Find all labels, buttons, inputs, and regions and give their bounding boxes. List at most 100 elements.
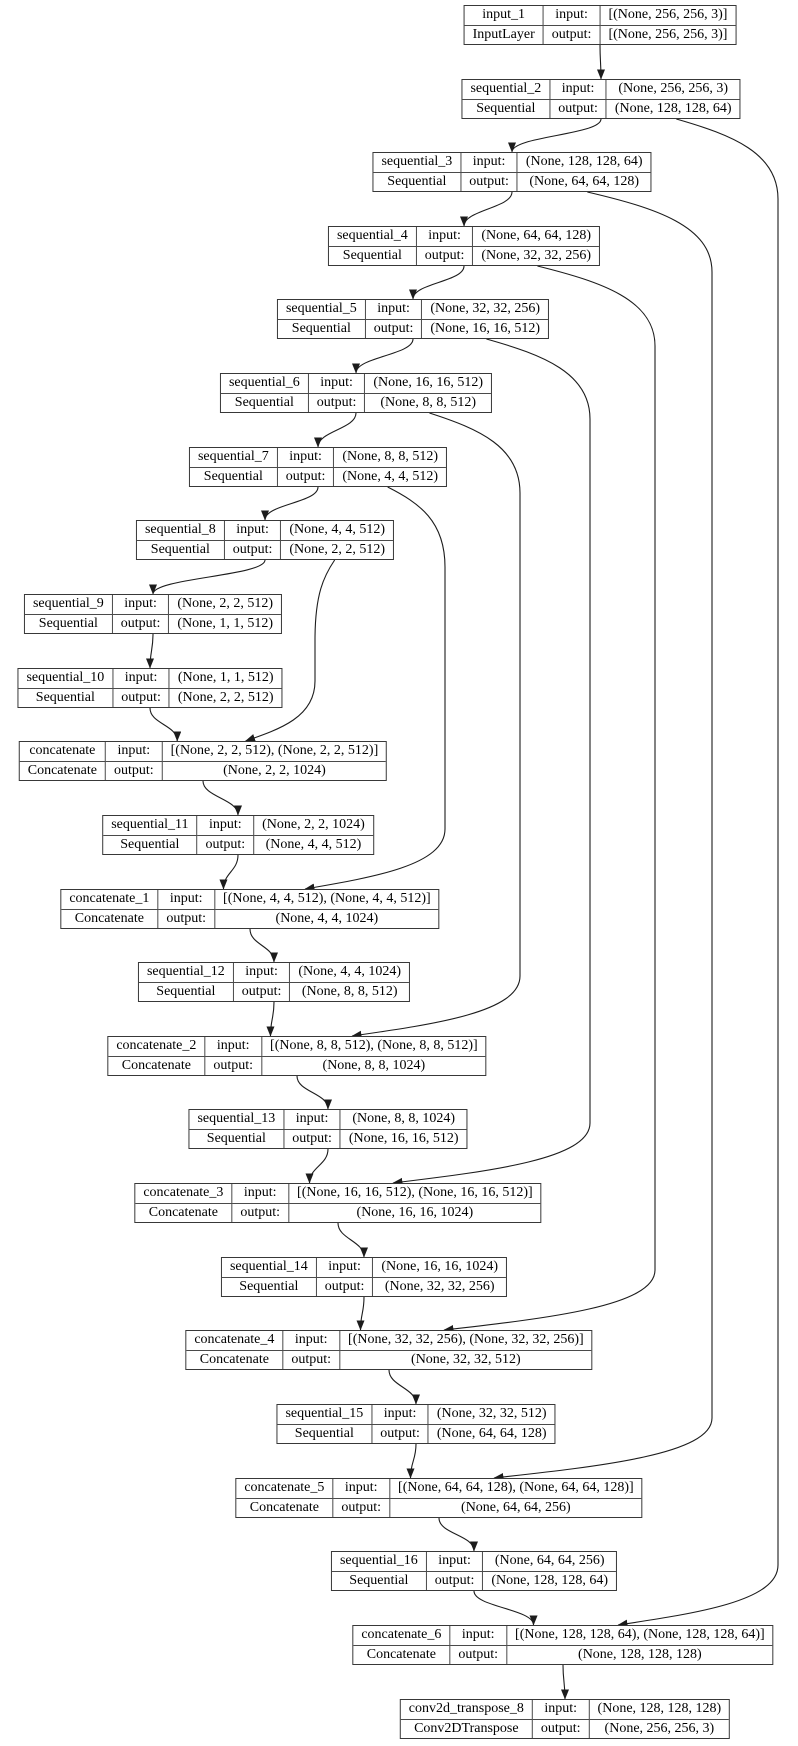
layer-name: concatenate xyxy=(19,742,106,762)
input-port-label: input: xyxy=(316,1258,374,1278)
output-port-label: output: xyxy=(309,393,366,412)
input-port-label: input: xyxy=(113,669,170,689)
input-shape: (None, 8, 8, 1024) xyxy=(340,1110,467,1130)
layer-type: Sequential xyxy=(189,1129,285,1148)
output-port-label: output: xyxy=(372,1424,429,1443)
layer-name: sequential_5 xyxy=(277,300,366,320)
input-port-label: input: xyxy=(283,1331,341,1351)
layer-name: concatenate_1 xyxy=(61,890,159,910)
input-port-label: input: xyxy=(365,300,423,320)
layer-type: Concatenate xyxy=(108,1056,206,1075)
layer-name: sequential_10 xyxy=(18,669,114,689)
layer-name: sequential_12 xyxy=(138,963,234,983)
layer-name: concatenate_6 xyxy=(353,1626,451,1646)
layer-type: Sequential xyxy=(18,688,114,707)
output-shape: (None, 128, 128, 64) xyxy=(614,100,732,116)
layer-name: sequential_8 xyxy=(136,521,225,541)
layer-type: Sequential xyxy=(25,614,113,633)
output-port-label: output: xyxy=(205,1056,263,1075)
input-shape: (None, 64, 64, 256) xyxy=(483,1552,617,1572)
output-shape: (None, 4, 4, 512) xyxy=(342,468,439,484)
layer-type: Concatenate xyxy=(61,909,159,928)
output-shape: (None, 32, 32, 256) xyxy=(481,247,592,263)
output-shape: (None, 4, 4, 1024) xyxy=(275,910,379,926)
output-shape: (None, 32, 32, 256) xyxy=(384,1278,495,1294)
layer-type: Sequential xyxy=(222,1277,317,1296)
output-shape: (None, 2, 2, 1024) xyxy=(223,762,326,778)
output-port-label: output: xyxy=(544,25,601,44)
input-shape: (None, 2, 2, 512) xyxy=(169,595,282,615)
layer-name: sequential_9 xyxy=(24,595,113,615)
input-shape: [(None, 4, 4, 512), (None, 4, 4, 512)] xyxy=(215,890,439,910)
input-port-label: input: xyxy=(426,1552,484,1572)
input-shape: [(None, 16, 16, 512), (None, 16, 16, 512… xyxy=(289,1184,541,1204)
layer-type: Concatenate xyxy=(236,1498,334,1517)
output-port-label: output: xyxy=(232,1203,290,1222)
layer-name: concatenate_3 xyxy=(135,1184,233,1204)
output-shape: (None, 8, 8, 512) xyxy=(301,983,398,999)
output-shape: (None, 64, 64, 256) xyxy=(461,1499,571,1515)
output-shape: (None, 256, 256, 3) xyxy=(604,1720,715,1736)
layer-type: InputLayer xyxy=(465,25,544,44)
output-port-label: output: xyxy=(461,172,518,191)
output-shape: (None, 32, 32, 512) xyxy=(411,1351,521,1367)
output-port-label: output: xyxy=(417,246,474,265)
input-shape: [(None, 256, 256, 3)] xyxy=(600,6,736,26)
input-port-label: input: xyxy=(197,816,255,836)
input-port-label: input: xyxy=(233,963,291,983)
input-shape: (None, 64, 64, 128) xyxy=(473,227,600,247)
output-shape: (None, 8, 8, 1024) xyxy=(322,1057,426,1073)
layer-type: Sequential xyxy=(278,319,366,338)
output-port-label: output: xyxy=(450,1645,508,1664)
input-port-label: input: xyxy=(308,374,366,394)
input-shape: (None, 4, 4, 1024) xyxy=(290,963,410,983)
layer-name: sequential_15 xyxy=(277,1405,373,1425)
input-shape: (None, 32, 32, 256) xyxy=(422,300,549,320)
output-port-label: output: xyxy=(550,99,607,118)
layer-name: conv2d_transpose_8 xyxy=(400,1700,533,1720)
output-port-label: output: xyxy=(225,540,282,559)
input-port-label: input: xyxy=(224,521,282,541)
input-port-label: input: xyxy=(532,1700,590,1720)
layer-name: concatenate_2 xyxy=(108,1037,206,1057)
input-port-label: input: xyxy=(333,1479,391,1499)
input-shape: [(None, 64, 64, 128), (None, 64, 64, 128… xyxy=(390,1479,642,1499)
output-port-label: output: xyxy=(427,1571,484,1590)
output-shape: (None, 16, 16, 512) xyxy=(430,320,541,336)
layer-name: sequential_7 xyxy=(189,448,278,468)
input-shape: (None, 4, 4, 512) xyxy=(281,521,394,541)
output-shape: (None, 64, 64, 128) xyxy=(436,1425,547,1441)
layer-type: Sequential xyxy=(373,172,462,191)
layer-name: sequential_3 xyxy=(373,153,462,173)
output-shape: (None, 16, 16, 512) xyxy=(348,1130,459,1146)
layer-type: Sequential xyxy=(332,1571,427,1590)
output-shape: (None, 8, 8, 512) xyxy=(380,394,477,410)
input-shape: [(None, 32, 32, 256), (None, 32, 32, 256… xyxy=(340,1331,592,1351)
layer-type: Sequential xyxy=(137,540,225,559)
layer-name: concatenate_4 xyxy=(186,1331,284,1351)
input-shape: [(None, 8, 8, 512), (None, 8, 8, 512)] xyxy=(262,1037,486,1057)
input-shape: (None, 16, 16, 512) xyxy=(365,374,492,394)
input-port-label: input: xyxy=(277,448,335,468)
layer-name: sequential_14 xyxy=(221,1258,317,1278)
input-port-label: input: xyxy=(105,742,163,762)
input-shape: (None, 2, 2, 1024) xyxy=(254,816,373,836)
input-shape: (None, 32, 32, 512) xyxy=(428,1405,555,1425)
